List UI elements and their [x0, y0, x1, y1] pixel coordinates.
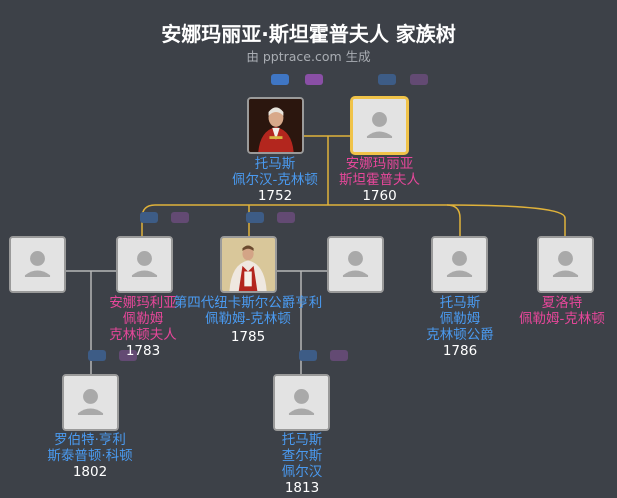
person-label-anna-maria: 安娜玛丽亚 斯坦霍普夫人 1760	[312, 156, 447, 204]
person-label-robert: 罗伯特·亨利 斯泰普顿·科顿 1802	[30, 432, 150, 480]
person-card-robert[interactable]	[62, 374, 119, 431]
avatar-placeholder-icon	[118, 238, 171, 291]
father-tab[interactable]	[299, 350, 317, 361]
mother-tab[interactable]	[119, 350, 137, 361]
person-name-line: 佩尔汉	[281, 464, 323, 480]
person-name-line: 克林顿夫人	[109, 327, 177, 343]
person-name-line: 佩勒姆-克林顿	[205, 311, 291, 327]
page-title: 安娜玛丽亚·斯坦霍普夫人 家族树	[161, 22, 456, 46]
person-card-charlotte[interactable]	[537, 236, 594, 293]
mother-tab[interactable]	[171, 212, 189, 223]
birth-year: 1783	[125, 343, 161, 359]
person-name-line: 克林顿公爵	[426, 327, 494, 343]
avatar-placeholder-icon	[275, 376, 328, 429]
person-name-line: 安娜玛丽亚	[345, 156, 414, 172]
person-name-line: 佩勒姆	[122, 311, 164, 327]
father-tab[interactable]	[88, 350, 106, 361]
birth-year: 1760	[362, 188, 397, 204]
portrait-photo	[249, 99, 302, 152]
person-card-thomas[interactable]	[247, 97, 304, 154]
mother-tab[interactable]	[277, 212, 295, 223]
father-tab[interactable]	[246, 212, 264, 223]
avatar-placeholder-icon	[353, 99, 406, 152]
person-name-line: 斯泰普顿·科顿	[47, 448, 133, 464]
avatar-placeholder-icon	[64, 376, 117, 429]
person-name-line: 查尔斯	[281, 448, 323, 464]
person-card-thomas-charles[interactable]	[273, 374, 330, 431]
child-branch-6	[446, 204, 566, 236]
person-name-line: 斯坦霍普夫人	[339, 172, 420, 188]
person-label-charlotte: 夏洛特 佩勒姆-克林顿	[507, 295, 617, 327]
person-card-henry[interactable]	[220, 236, 277, 293]
avatar-placeholder-icon	[539, 238, 592, 291]
father-tab[interactable]	[140, 212, 158, 223]
person-name-line: 佩勒姆	[439, 311, 481, 327]
children-bar	[141, 204, 461, 236]
person-label-henry: 第四代纽卡斯尔公爵亨利 佩勒姆-克林顿 1785	[158, 295, 338, 345]
birth-year: 1785	[230, 329, 266, 345]
person-label-thomas: 托马斯 佩尔汉-克林顿 1752	[205, 156, 345, 204]
person-card-thomas-jr[interactable]	[431, 236, 488, 293]
avatar-placeholder-icon	[11, 238, 64, 291]
mother-tab[interactable]	[410, 74, 428, 85]
person-card-spouse-1[interactable]	[9, 236, 66, 293]
person-card-spouse-2[interactable]	[327, 236, 384, 293]
birth-year: 1802	[72, 464, 108, 480]
person-card-anna-maria-jr[interactable]	[116, 236, 173, 293]
person-name-line: 罗伯特·亨利	[54, 432, 126, 448]
father-tab[interactable]	[271, 74, 289, 85]
birth-year: 1752	[257, 188, 293, 204]
mother-tab[interactable]	[305, 74, 323, 85]
person-name-line: 托马斯	[281, 432, 323, 448]
person-label-thomas-charles: 托马斯 查尔斯 佩尔汉 1813	[252, 432, 352, 496]
person-label-anna-maria-jr: 安娜玛利亚 佩勒姆 克林顿夫人 1783	[80, 295, 206, 359]
person-name-line: 佩勒姆-克林顿	[519, 311, 605, 327]
avatar-placeholder-icon	[329, 238, 382, 291]
page-subtitle: 由 pptrace.com 生成	[246, 49, 371, 64]
avatar-placeholder-icon	[433, 238, 486, 291]
person-card-anna-maria[interactable]	[351, 97, 408, 154]
person-name-line: 安娜玛利亚	[109, 295, 177, 311]
person-name-line: 佩尔汉-克林顿	[232, 172, 318, 188]
person-name-line: 夏洛特	[541, 295, 583, 311]
person-name-line: 第四代纽卡斯尔公爵亨利	[173, 295, 323, 311]
person-name-line: 托马斯	[254, 156, 296, 172]
mother-tab[interactable]	[330, 350, 348, 361]
person-name-line: 托马斯	[439, 295, 481, 311]
father-tab[interactable]	[378, 74, 396, 85]
birth-year: 1786	[442, 343, 478, 359]
portrait-photo	[222, 238, 275, 291]
person-label-thomas-jr: 托马斯 佩勒姆 克林顿公爵 1786	[405, 295, 515, 359]
birth-year: 1813	[284, 480, 320, 496]
